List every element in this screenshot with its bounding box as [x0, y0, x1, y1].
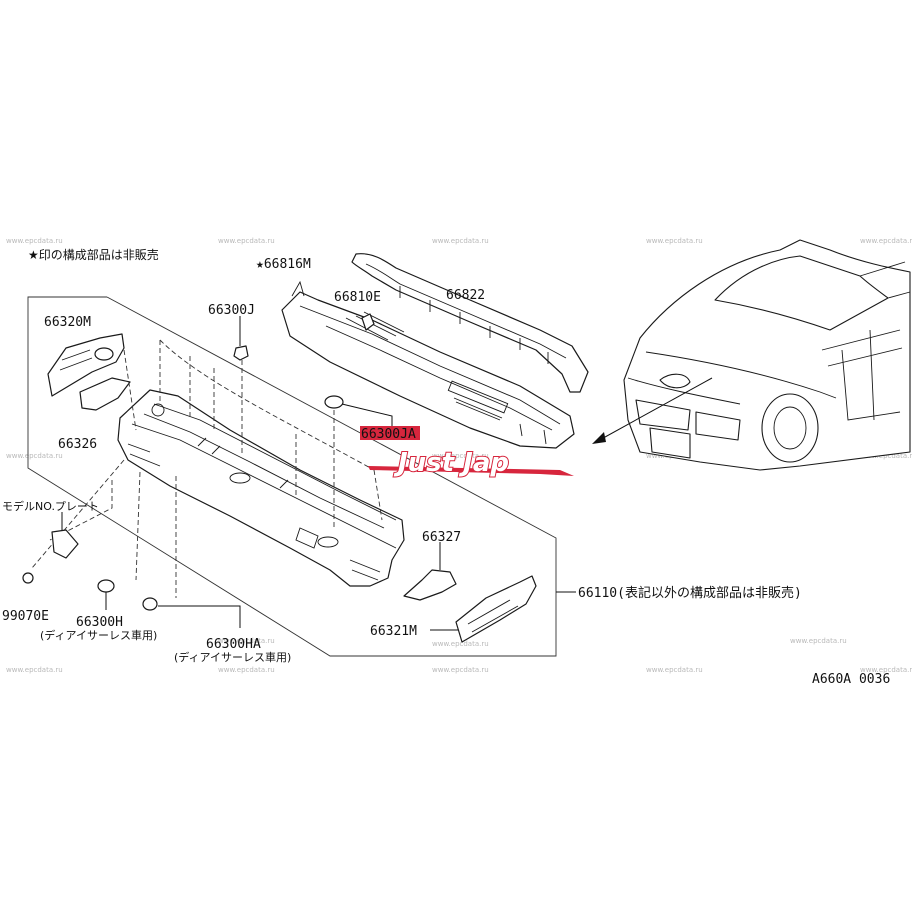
watermark: www.epcdata.ru	[218, 666, 275, 674]
non-sale-note: ★印の構成部品は非販売	[28, 247, 159, 262]
label-model-plate: モデルNO.プレート	[2, 499, 99, 513]
location-arrow	[595, 377, 713, 443]
label-66321M: 66321M	[370, 624, 417, 639]
highlight-66300JA	[360, 426, 420, 440]
watermark: www.epcdata.ru	[646, 666, 703, 674]
part-66327-seal	[403, 542, 457, 601]
part-66300J-grommet	[233, 316, 249, 361]
watermark: www.epcdata.ru	[218, 637, 275, 645]
watermark: www.epcdata.ru	[860, 666, 912, 674]
label-66110: 66110(表記以外の構成部品は非販売)	[578, 585, 802, 601]
label-66822: 66822	[446, 288, 485, 303]
label-66816M: ★66816M	[256, 257, 311, 272]
watermark: www.epcdata.ru	[6, 237, 63, 245]
watermark: www.epcdata.ru	[6, 666, 63, 674]
part-66300HA-plug	[142, 597, 241, 628]
label-66320M: 66320M	[44, 315, 91, 330]
label-layer: ★66816M 66810E 66822 66300J 66320M 66326…	[2, 257, 890, 687]
part-99070E-clip	[22, 572, 34, 584]
watermark: www.epcdata.ru	[432, 452, 489, 460]
part-66822-seal	[351, 253, 589, 393]
label-66810E: 66810E	[334, 290, 381, 305]
label-66300HA-note: (ディアイサーレス車用)	[174, 650, 291, 664]
label-66300H-note: (ディアイサーレス車用)	[40, 628, 157, 642]
arrow-head-icon	[592, 432, 606, 444]
watermark: www.epcdata.ru	[432, 666, 489, 674]
watermark: www.epcdata.ru	[646, 237, 703, 245]
watermark: www.epcdata.ru	[432, 640, 489, 648]
label-66300HA: 66300HA	[206, 637, 261, 652]
car-illustration	[623, 239, 911, 471]
model-plate-part	[51, 512, 79, 559]
label-66300JA: 66300JA	[361, 427, 416, 442]
part-66326-seal	[79, 377, 131, 411]
part-66321M-bracket	[430, 575, 537, 643]
part-66300JA-grommet	[324, 395, 393, 428]
part-66300H-plug	[97, 579, 115, 610]
just-jap-logo: Just Jap	[368, 447, 574, 479]
label-66326: 66326	[58, 437, 97, 452]
logo-text: Just Jap	[393, 448, 509, 478]
label-66327: 66327	[422, 530, 461, 545]
part-66816M-cowl-top	[281, 280, 575, 449]
part-66810E-clip	[361, 313, 375, 331]
watermark: www.epcdata.ru	[860, 237, 912, 245]
watermark: www.epcdata.ru	[432, 237, 489, 245]
watermark: www.epcdata.ru	[6, 452, 63, 460]
part-66320M-bracket	[47, 333, 125, 397]
assembly-dashes	[31, 339, 383, 598]
label-99070E: 99070E	[2, 609, 49, 624]
label-66300J: 66300J	[208, 303, 255, 318]
label-66300H: 66300H	[76, 615, 123, 630]
assembly-frame	[27, 296, 557, 657]
watermark: www.epcdata.ru	[218, 237, 275, 245]
watermark: www.epcdata.ru	[790, 637, 847, 645]
part-66110-cowl-panel	[117, 389, 405, 587]
diagram-code: A660A 0036	[812, 672, 890, 687]
watermark: www.epcdata.ru	[860, 452, 912, 460]
